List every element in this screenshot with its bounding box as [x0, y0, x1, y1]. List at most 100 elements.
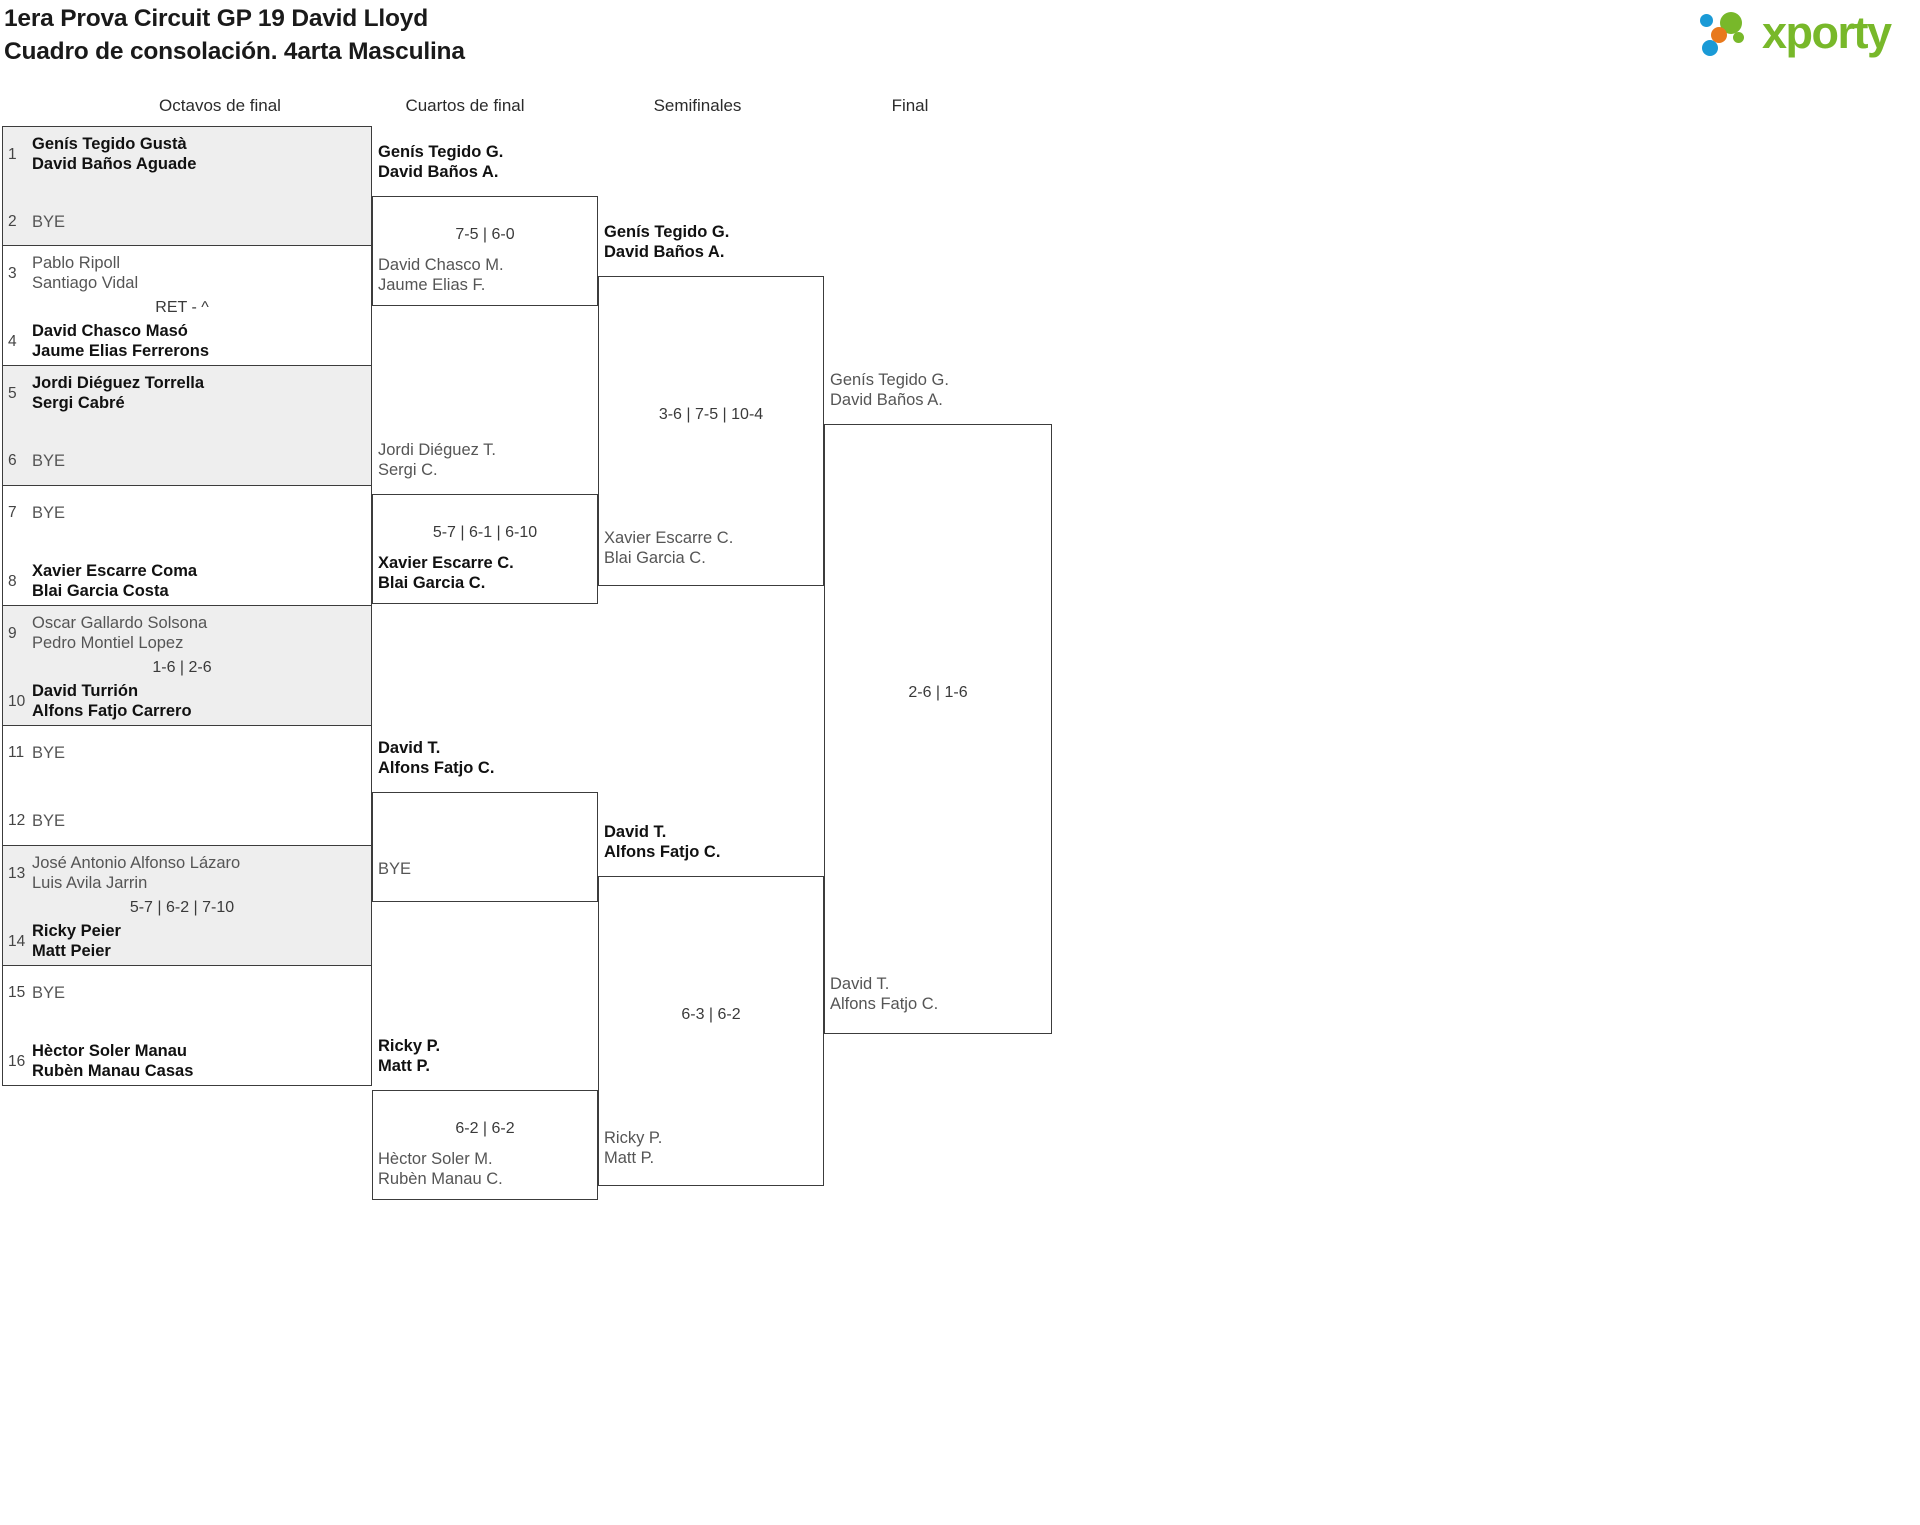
competitor-line-1: David T.	[378, 739, 441, 757]
competitor-line-1: Ricky Peier	[32, 922, 121, 940]
competitor-line-1: Xavier Escarre C.	[604, 529, 734, 547]
seed-number: 5	[8, 385, 17, 402]
logo-dot-blue-small	[1700, 14, 1713, 27]
competitor-line-1: Genís Tegido Gustà	[32, 135, 187, 153]
qf-competitor-top[interactable]: Genís Tegido G.David Baños A.	[378, 143, 503, 182]
competitor-line-1: Ricky P.	[378, 1037, 441, 1055]
competitor-line-2: Pedro Montiel Lopez	[32, 633, 184, 652]
qf-match-score: 6-2 | 6-2	[455, 1120, 515, 1137]
qf-match-box[interactable]	[372, 196, 598, 306]
qf-competitor-bottom[interactable]: Xavier Escarre C.Blai Garcia C.	[378, 554, 514, 593]
seed-number: 6	[8, 452, 17, 469]
sf-competitor-top[interactable]: Genís Tegido G.David Baños A.	[604, 223, 729, 262]
bye-label: BYE	[32, 744, 66, 762]
seed-number: 3	[8, 265, 17, 282]
seed-number: 2	[8, 213, 17, 230]
round-header-semis: Semifinales	[653, 96, 742, 115]
qf-competitor-top[interactable]: Jordi Diéguez T.Sergi C.	[378, 441, 496, 480]
competitor-line-2: Rubèn Manau C.	[378, 1169, 503, 1188]
sf-competitor-bottom[interactable]: Xavier Escarre C.Blai Garcia C.	[604, 529, 733, 568]
competitor-line-1: David Turrión	[32, 682, 139, 700]
final-match-score: 2-6 | 1-6	[908, 684, 968, 701]
qf-match-box[interactable]	[372, 1090, 598, 1200]
sf-match-box[interactable]	[598, 876, 824, 1186]
sf-competitor-top[interactable]: David T.Alfons Fatjo C.	[604, 823, 720, 862]
competitor-line-1: David Chasco Masó	[32, 322, 188, 340]
seed-number: 16	[8, 1053, 26, 1070]
logo-dot-green-large	[1720, 12, 1742, 34]
competitor-line-1: Xavier Escarre Coma	[32, 562, 198, 580]
qf-competitor-bottom[interactable]: Hèctor Soler M.Rubèn Manau C.	[378, 1150, 503, 1189]
bye-entry: BYE	[32, 984, 365, 1004]
competitor-line-2: Matt P.	[604, 1148, 655, 1167]
seed-number: 1	[8, 146, 17, 163]
final-competitor-top[interactable]: Genís Tegido G.David Baños A.	[830, 371, 949, 410]
competitor-line-1: David T.	[830, 975, 890, 993]
competitor-line-2: Rubèn Manau Casas	[32, 1061, 194, 1080]
final-match-box[interactable]	[824, 424, 1052, 1034]
qf-competitor-bottom[interactable]: BYE	[378, 860, 411, 880]
logo-dots-icon	[1700, 12, 1758, 56]
competitor-line-2: Blai Garcia C.	[378, 573, 486, 592]
competitor-line-2: Sergi C.	[378, 460, 438, 479]
competitor-line-1: Genís Tegido G.	[604, 223, 730, 241]
qf-competitor-top[interactable]: Ricky P.Matt P.	[378, 1037, 440, 1076]
round-header-cuartos: Cuartos de final	[405, 96, 525, 115]
bye-label: BYE	[32, 504, 66, 522]
bye-entry: BYE	[32, 452, 365, 472]
qf-competitor-top[interactable]: David T.Alfons Fatjo C.	[378, 739, 494, 778]
competitor-line-1: Genís Tegido G.	[830, 371, 949, 389]
competitor-line-2: Matt P.	[378, 1056, 430, 1075]
bye-entry: BYE	[32, 504, 365, 524]
sf-match-score: 6-3 | 6-2	[681, 1006, 741, 1023]
bye-label: BYE	[32, 984, 66, 1002]
seed-number: 8	[8, 573, 17, 590]
competitor-line-1: David Chasco M.	[378, 256, 504, 274]
competitor-line-2: Alfons Fatjo C.	[830, 994, 939, 1013]
competitor-line-2: David Baños A.	[830, 390, 943, 409]
bye-entry: BYE	[32, 812, 365, 832]
sf-competitor-bottom[interactable]: Ricky P.Matt P.	[604, 1129, 662, 1168]
r16-match-score: RET - ^	[155, 299, 209, 316]
title-line-1: 1era Prova Circuit GP 19 David Lloyd	[4, 5, 428, 32]
seed-number: 9	[8, 625, 17, 642]
final-winner[interactable]: David T.Alfons Fatjo C.	[830, 975, 938, 1014]
competitor-line-2: Blai Garcia C.	[604, 548, 706, 567]
qf-match-box[interactable]	[372, 792, 598, 902]
r16-match-score: 1-6 | 2-6	[152, 659, 212, 676]
competitor-line-1: Pablo Ripoll	[32, 254, 121, 272]
seed-number: 7	[8, 504, 17, 521]
sf-match-score: 3-6 | 7-5 | 10-4	[658, 406, 764, 423]
qf-competitor-bottom[interactable]: David Chasco M.Jaume Elias F.	[378, 256, 504, 295]
qf-match-box[interactable]	[372, 494, 598, 604]
logo-dot-blue-large	[1702, 40, 1718, 56]
title-line-2: Cuadro de consolación. 4arta Masculina	[4, 38, 465, 65]
competitor-line-2: Luis Avila Jarrin	[32, 873, 148, 892]
competitor-line-2: Sergi Cabré	[32, 393, 125, 412]
round-header-final: Final	[891, 96, 929, 115]
round-header-octavos: Octavos de final	[159, 96, 281, 115]
competitor-line-1: Oscar Gallardo Solsona	[32, 614, 208, 632]
page-title: 1era Prova Circuit GP 19 David Lloyd Cua…	[4, 2, 465, 68]
sf-match-box[interactable]	[598, 276, 824, 586]
logo-wordmark: xporty	[1762, 7, 1892, 58]
